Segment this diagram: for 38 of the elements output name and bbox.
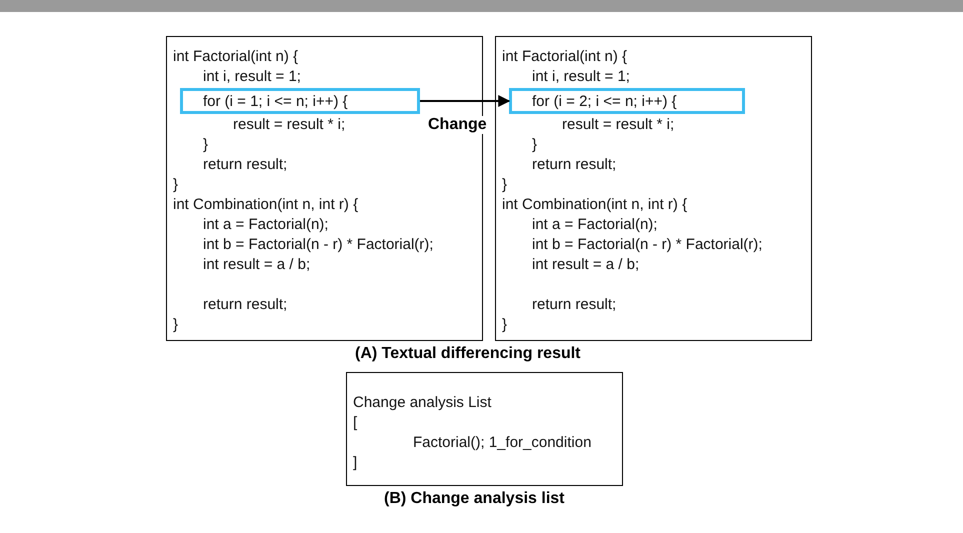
code-line: int b = Factorial(n - r) * Factorial(r); [203, 235, 434, 255]
code-line: int Combination(int n, int r) { [173, 195, 358, 215]
code-line: int b = Factorial(n - r) * Factorial(r); [532, 235, 762, 255]
code-line: for (i = 1; i <= n; i++) { [203, 92, 348, 112]
code-line: int result = a / b; [203, 255, 310, 275]
code-line: } [203, 135, 208, 155]
code-line: int result = a / b; [532, 255, 640, 275]
code-line: } [173, 175, 178, 195]
list-box [346, 372, 623, 486]
code-line: int Combination(int n, int r) { [502, 195, 688, 215]
code-line: } [502, 315, 508, 335]
code-line: int i, result = 1; [203, 67, 301, 87]
code-line: Change analysis List [353, 393, 492, 413]
code-line: } [173, 315, 178, 335]
highlight-box [180, 88, 420, 114]
edge-label: Change [428, 116, 487, 134]
code-line: Factorial(); 1_for_condition [413, 433, 592, 453]
code-line: result = result * i; [562, 115, 674, 135]
code-line: for (i = 2; i <= n; i++) { [532, 92, 677, 112]
code-line: return result; [532, 295, 616, 315]
code-line: result = result * i; [233, 115, 346, 135]
arrow [420, 95, 510, 107]
code-line: int i, result = 1; [532, 67, 630, 87]
code-line: int Factorial(int n) { [173, 47, 298, 67]
code-line: [ [353, 413, 358, 433]
code-line: ] [353, 453, 358, 473]
code-line: return result; [203, 155, 288, 175]
code-line: int Factorial(int n) { [502, 47, 628, 67]
code-line: int a = Factorial(n); [532, 215, 658, 235]
code-box [495, 36, 812, 341]
highlight-box [509, 88, 745, 114]
code-line: } [532, 135, 538, 155]
caption: (B) Change analysis list [384, 490, 564, 508]
code-line: return result; [203, 295, 288, 315]
code-line: return result; [532, 155, 616, 175]
code-line: int a = Factorial(n); [203, 215, 328, 235]
code-line: } [502, 175, 508, 195]
caption: (A) Textual differencing result [355, 345, 581, 363]
